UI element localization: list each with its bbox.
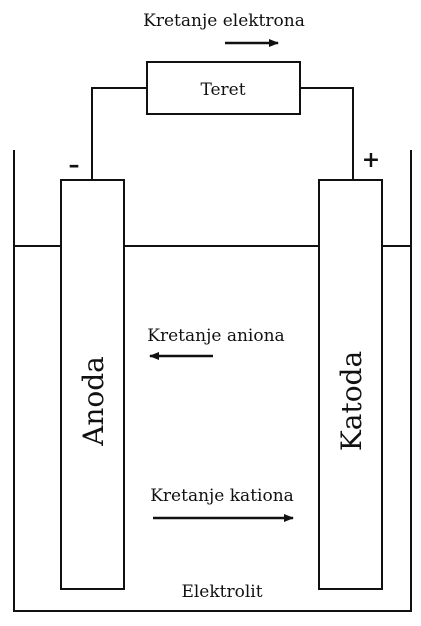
- external-wire-right: [300, 87, 354, 180]
- external-wire-left: [91, 87, 147, 180]
- load-label: Teret: [200, 80, 245, 100]
- cathode-electrode: [318, 179, 383, 590]
- cathode-label: Katoda: [335, 351, 368, 451]
- electron-flow-label: Kretanje elektrona: [143, 11, 305, 31]
- positive-terminal-sign: +: [362, 147, 380, 173]
- load-box: [146, 61, 301, 115]
- container-outline: [13, 150, 412, 612]
- anode-label: Anoda: [77, 356, 110, 447]
- anion-flow-label: Kretanje aniona: [147, 326, 284, 346]
- negative-terminal-sign: –: [69, 152, 80, 178]
- electrolyte-label: Elektrolit: [181, 582, 262, 602]
- anode-electrode: [60, 179, 125, 590]
- cation-flow-label: Kretanje kationa: [150, 486, 294, 506]
